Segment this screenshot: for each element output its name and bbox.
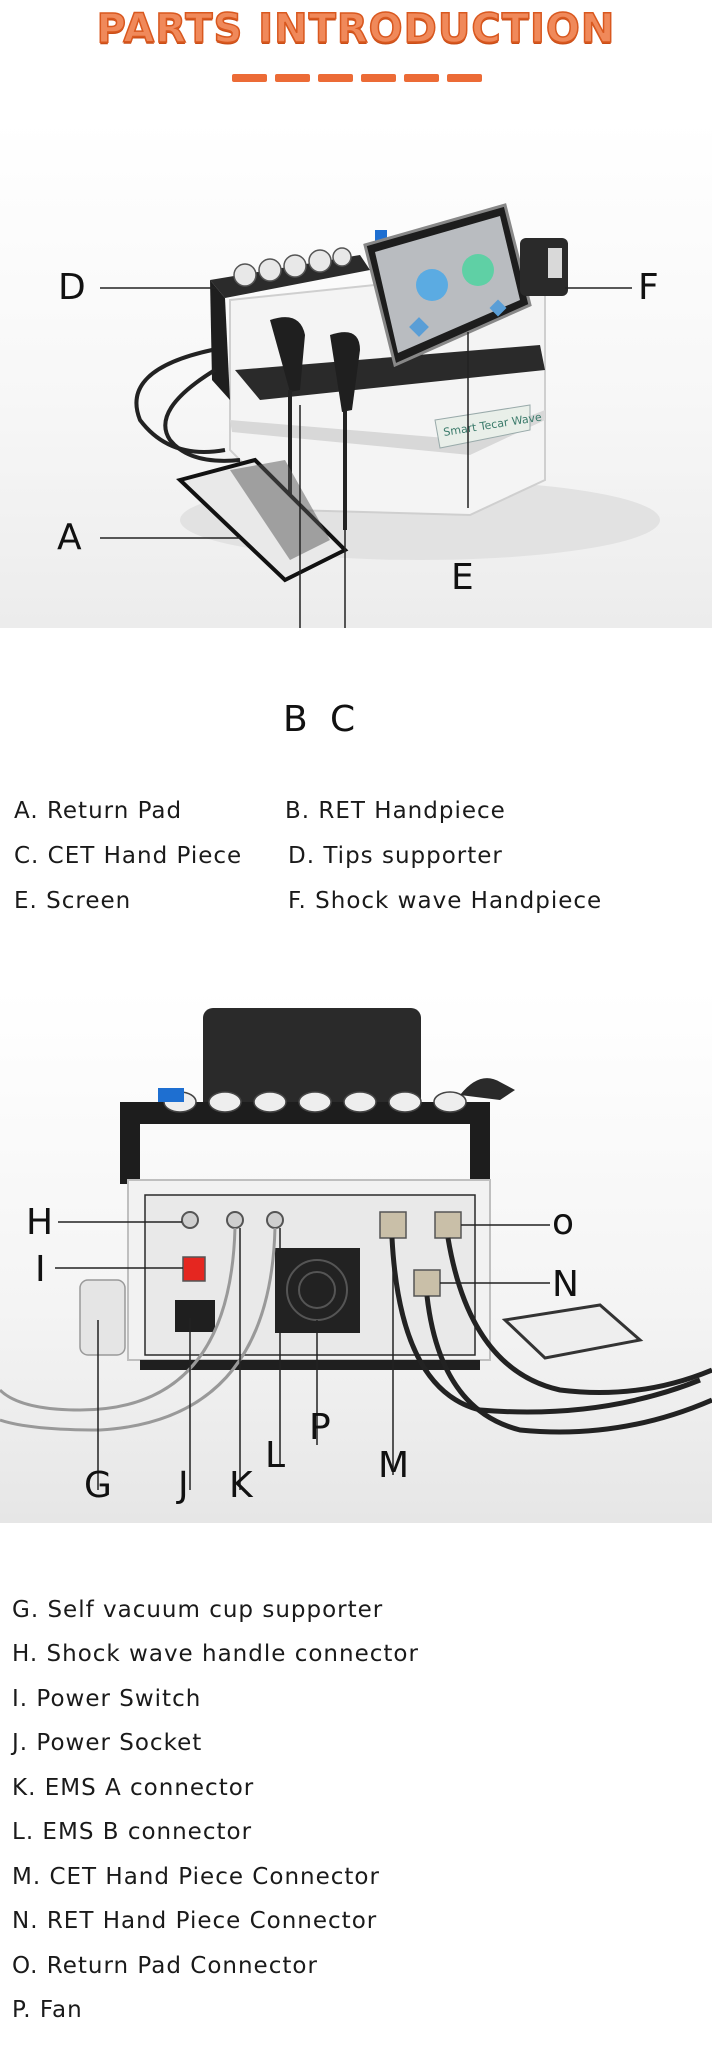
- callout-label-o: o: [552, 1202, 575, 1243]
- device-back-photo: H I G J K L P M o N: [0, 990, 712, 1523]
- callout-label-m: M: [378, 1445, 410, 1486]
- dash: [318, 74, 353, 82]
- device-front-photo: Smart Tecar Wave: [0, 120, 712, 628]
- callout-label-l: L: [265, 1435, 286, 1476]
- callout-label-h: H: [26, 1202, 54, 1243]
- legend-item-l: L. EMS B connector: [12, 1819, 253, 1845]
- callout-label-i: I: [35, 1249, 46, 1290]
- callout-label-k: K: [229, 1465, 253, 1506]
- legend-item-n: N. RET Hand Piece Connector: [12, 1908, 378, 1934]
- page-title: PARTS INTRODUCTION: [96, 5, 616, 53]
- callout-label-j: J: [178, 1465, 189, 1506]
- callout-label-e: E: [451, 557, 474, 598]
- legend-item-o: O. Return Pad Connector: [12, 1953, 318, 1979]
- legend-item-i: I. Power Switch: [12, 1686, 202, 1712]
- legend-item-c: C. CET Hand Piece: [14, 843, 243, 869]
- dash: [232, 74, 267, 82]
- callout-label-g: G: [84, 1465, 112, 1506]
- dash: [361, 74, 396, 82]
- legend-item-a: A. Return Pad: [14, 798, 183, 824]
- legend-item-b: B. RET Handpiece: [285, 798, 506, 824]
- callout-label-c: C: [330, 699, 356, 740]
- title-underline: [232, 74, 482, 84]
- legend-item-p: P. Fan: [12, 1997, 83, 2023]
- legend-item-d: D. Tips supporter: [288, 843, 503, 869]
- callout-label-p: P: [309, 1407, 331, 1448]
- dash: [447, 74, 482, 82]
- legend-item-g: G. Self vacuum cup supporter: [12, 1597, 384, 1623]
- device-back-illustration: [0, 1008, 712, 1490]
- legend-item-k: K. EMS A connector: [12, 1775, 255, 1801]
- dash: [275, 74, 310, 82]
- legend-item-e: E. Screen: [14, 888, 132, 914]
- legend-item-f: F. Shock wave Handpiece: [288, 888, 603, 914]
- legend-item-h: H. Shock wave handle connector: [12, 1641, 419, 1667]
- callout-label-a: A: [57, 517, 82, 558]
- callout-label-b: B: [283, 699, 308, 740]
- device-front-illustration: Smart Tecar Wave: [100, 203, 660, 628]
- callout-label-d: D: [58, 267, 86, 308]
- callout-label-f: F: [638, 267, 659, 308]
- callout-label-n: N: [552, 1264, 579, 1305]
- legend-item-m: M. CET Hand Piece Connector: [12, 1864, 380, 1890]
- dash: [404, 74, 439, 82]
- legend-item-j: J. Power Socket: [12, 1730, 203, 1756]
